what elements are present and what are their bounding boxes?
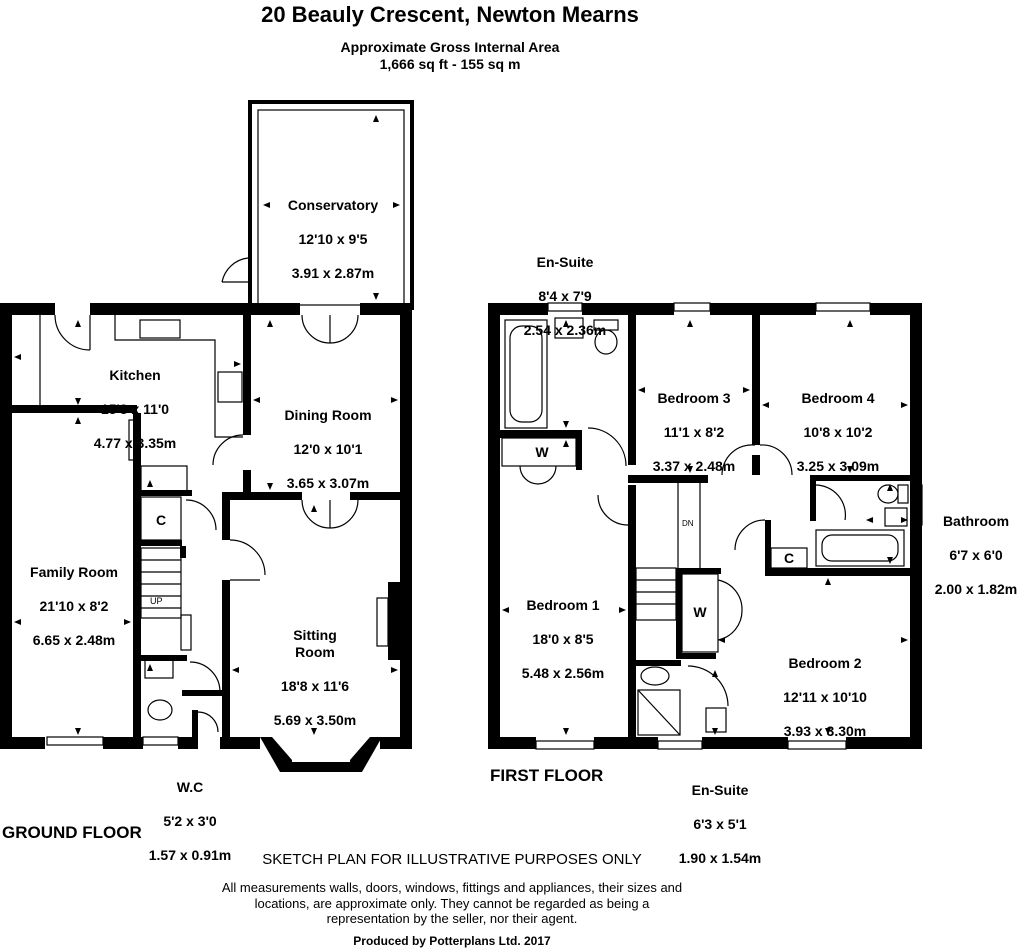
- room-imperial: 18'0 x 8'5: [532, 631, 594, 647]
- area-value: 1,666 sq ft - 155 sq m: [379, 56, 521, 72]
- room-name: Dining Room: [284, 407, 372, 423]
- room-imperial: 5'2 x 3'0: [163, 813, 217, 829]
- room-name: Bedroom 1: [526, 597, 600, 613]
- room-name: Family Room: [30, 564, 118, 580]
- room-conservatory: Conservatory 12'10 x 9'5 3.91 x 2.87m: [258, 180, 408, 299]
- room-wc: W.C 5'2 x 3'0 1.57 x 0.91m: [135, 762, 245, 881]
- room-sitting: Sitting Room 18'8 x 11'6 5.69 x 3.50m: [240, 610, 390, 746]
- cupboard-label: C: [155, 512, 167, 528]
- room-metric: 1.57 x 0.91m: [148, 847, 232, 863]
- room-metric: 3.91 x 2.87m: [291, 265, 375, 281]
- room-metric: 3.37 x 2.48m: [652, 458, 736, 474]
- room-bedroom-2: Bedroom 2 12'11 x 10'10 3.93 x 3.30m: [745, 638, 905, 757]
- cupboard-label-first: C: [783, 550, 795, 566]
- room-ensuite-1: En-Suite 8'4 x 7'9 2.54 x 2.36m: [500, 237, 630, 356]
- room-name: En-Suite: [691, 782, 749, 798]
- room-metric: 6.65 x 2.48m: [32, 632, 116, 648]
- property-title: 20 Beauly Crescent, Newton Mearns: [261, 2, 639, 27]
- room-name: Sitting Room: [293, 627, 337, 660]
- room-ensuite-2: En-Suite 6'3 x 5'1 1.90 x 1.54m: [660, 765, 780, 884]
- producer-credit: Produced by Potterplans Ltd. 2017: [353, 934, 551, 948]
- room-imperial: 21'10 x 8'2: [39, 598, 109, 614]
- room-metric: 3.25 x 3.09m: [796, 458, 880, 474]
- room-imperial: 15'8 x 11'0: [100, 401, 170, 417]
- stairs-up-label: UP: [150, 596, 163, 606]
- room-bedroom-3: Bedroom 3 11'1 x 8'2 3.37 x 2.48m: [636, 373, 752, 492]
- room-metric: 3.93 x 3.30m: [783, 723, 867, 739]
- room-metric: 2.54 x 2.36m: [523, 322, 607, 338]
- room-imperial: 12'10 x 9'5: [298, 231, 368, 247]
- disclaimer-line-3: representation by the seller, nor their …: [326, 911, 578, 926]
- room-imperial: 18'8 x 11'6: [280, 678, 350, 694]
- room-name: Bedroom 2: [788, 655, 862, 671]
- room-metric: 1.90 x 1.54m: [678, 850, 762, 866]
- room-kitchen: Kitchen 15'8 x 11'0 4.77 x 3.35m: [65, 350, 205, 469]
- room-dining: Dining Room 12'0 x 10'1 3.65 x 3.07m: [256, 390, 400, 509]
- room-name: En-Suite: [536, 254, 594, 270]
- room-metric: 3.65 x 3.07m: [286, 475, 370, 491]
- disclaimer-line-1: All measurements walls, doors, windows, …: [221, 880, 683, 895]
- first-floor-label: FIRST FLOOR: [490, 766, 604, 785]
- room-name: W.C: [176, 779, 204, 795]
- wardrobe-label-2: W: [693, 604, 707, 620]
- room-imperial: 12'11 x 10'10: [783, 689, 867, 705]
- disclaimer-title: SKETCH PLAN FOR ILLUSTRATIVE PURPOSES ON…: [262, 851, 642, 868]
- room-family: Family Room 21'10 x 8'2 6.65 x 2.48m: [12, 547, 136, 666]
- disclaimer-line-2: locations, are approximate only. They ca…: [254, 896, 650, 911]
- room-imperial: 12'0 x 10'1: [293, 441, 363, 457]
- room-name: Conservatory: [287, 197, 379, 213]
- room-bedroom-4: Bedroom 4 10'8 x 10'2 3.25 x 3.09m: [768, 373, 908, 492]
- room-imperial: 6'3 x 5'1: [693, 816, 747, 832]
- room-name: Bedroom 4: [801, 390, 875, 406]
- room-name: Bedroom 3: [657, 390, 731, 406]
- room-bathroom: Bathroom 6'7 x 6'0 2.00 x 1.82m: [928, 496, 1024, 615]
- ground-floor-label: GROUND FLOOR: [2, 823, 142, 842]
- room-metric: 5.48 x 2.56m: [521, 665, 605, 681]
- room-name: Kitchen: [109, 367, 161, 383]
- room-imperial: 6'7 x 6'0: [949, 547, 1003, 563]
- area-label: Approximate Gross Internal Area: [340, 39, 560, 55]
- room-metric: 5.69 x 3.50m: [273, 712, 357, 728]
- room-imperial: 8'4 x 7'9: [538, 288, 592, 304]
- room-metric: 2.00 x 1.82m: [934, 581, 1018, 597]
- room-bedroom-1: Bedroom 1 18'0 x 8'5 5.48 x 2.56m: [500, 580, 626, 699]
- wardrobe-label-1: W: [535, 444, 549, 460]
- room-name: Bathroom: [942, 513, 1010, 529]
- stairs-down-label: DN: [682, 519, 694, 528]
- room-metric: 4.77 x 3.35m: [93, 435, 177, 451]
- room-imperial: 10'8 x 10'2: [803, 424, 873, 440]
- room-imperial: 11'1 x 8'2: [663, 424, 725, 440]
